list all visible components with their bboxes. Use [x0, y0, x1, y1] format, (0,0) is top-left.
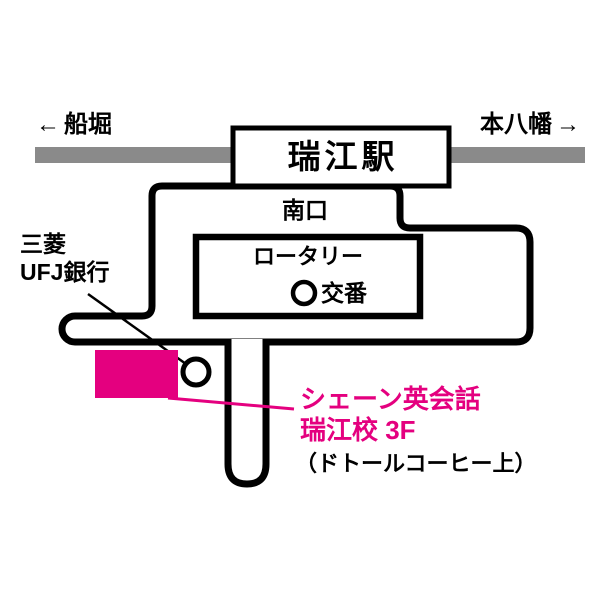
- station-name-label: 瑞江駅: [287, 138, 399, 176]
- school-pointer-line: [167, 396, 295, 411]
- direction-east: 本八幡→: [480, 111, 580, 140]
- destination-name: シェーン英会話: [300, 384, 481, 414]
- bank-label: 三菱 UFJ銀行: [20, 230, 109, 286]
- rotary-label: ロータリー: [252, 244, 363, 269]
- direction-east-label: 本八幡: [480, 111, 552, 138]
- south-exit-label: 南口: [282, 197, 328, 223]
- south-road: [224, 339, 270, 488]
- arrow-right-icon: →: [556, 111, 580, 138]
- bank-label-line2: UFJ銀行: [20, 259, 110, 285]
- bank-circle: [180, 356, 212, 388]
- road-loop: [58, 182, 534, 346]
- station-box: [230, 125, 452, 189]
- direction-west-label: 船堀: [64, 111, 112, 138]
- direction-west: ←船堀: [36, 111, 112, 140]
- police-box-circle: [290, 279, 318, 307]
- destination-label: シェーン英会話 瑞江校 3F: [300, 384, 481, 446]
- arrow-left-icon: ←: [36, 111, 60, 138]
- police-box-label: 交番: [321, 280, 367, 306]
- school-building: [95, 350, 178, 398]
- destination-branch: 瑞江校 3F: [300, 415, 416, 445]
- destination-note: （ドトールコーヒー上）: [295, 451, 537, 476]
- bank-label-line1: 三菱: [20, 231, 66, 257]
